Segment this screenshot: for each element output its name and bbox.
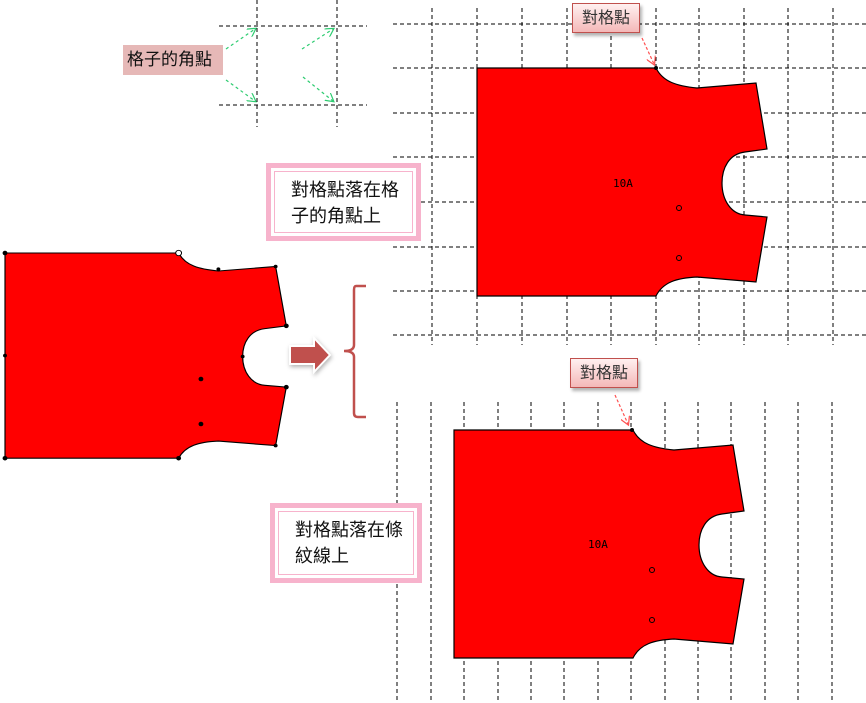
callout-match-point-bottom: 對格點 <box>570 358 638 388</box>
left-brace <box>343 284 366 419</box>
callout-match-point-top: 對格點 <box>572 3 640 33</box>
pattern-piece-original <box>2 249 289 461</box>
note-line: 對格點落在條 <box>295 520 403 541</box>
note-line: 子的角點上 <box>291 206 381 227</box>
note-line: 對格點落在格 <box>291 180 399 201</box>
size-label: 10A <box>613 177 633 190</box>
guide-arrows <box>225 29 333 101</box>
right-arrow-icon <box>289 335 332 375</box>
note-grid-corner: 對格點落在格 子的角點上 <box>266 163 421 241</box>
note-stripe-line: 對格點落在條 紋線上 <box>270 503 422 583</box>
grid-corner-label: 格子的角點 <box>123 45 223 75</box>
small-grid <box>219 0 367 127</box>
callout-pointer <box>614 394 628 424</box>
pattern-piece-plaid: 10A <box>476 66 768 297</box>
callout-pointer <box>641 37 654 64</box>
note-line: 紋線上 <box>295 546 349 567</box>
size-label: 10A <box>588 538 608 551</box>
pattern-piece-stripe: 10A <box>453 428 745 659</box>
